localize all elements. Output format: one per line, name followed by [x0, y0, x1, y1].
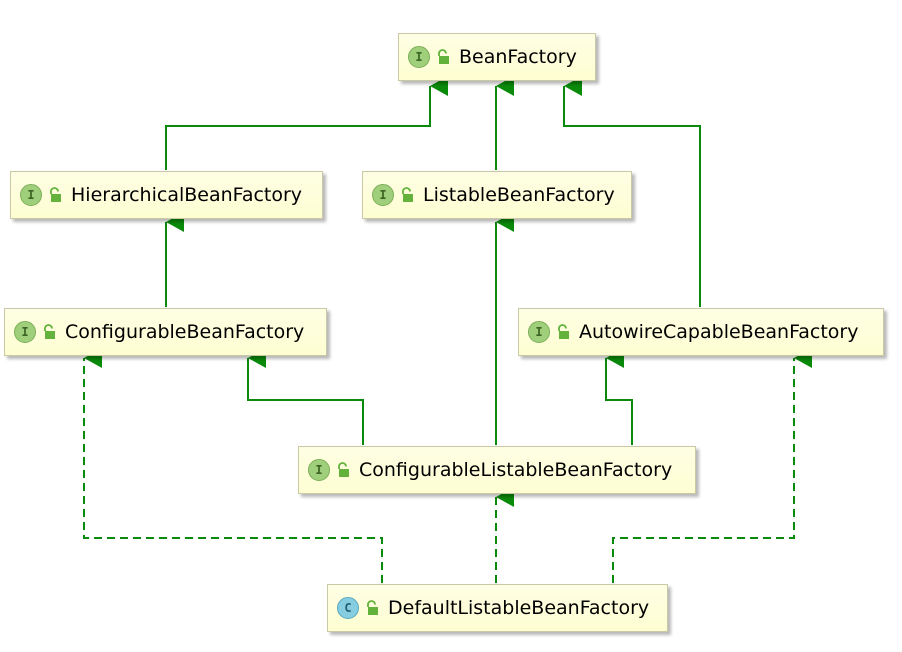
interface-icon: I	[20, 184, 42, 206]
interface-icon: I	[408, 46, 430, 68]
edge-hierarchical-to-beanfactory	[165, 76, 448, 170]
node-label: DefaultListableBeanFactory	[388, 596, 650, 619]
class-icon: C	[337, 597, 359, 619]
unlocked-lock-icon	[438, 49, 449, 64]
unlocked-lock-icon	[558, 324, 569, 339]
node-label: BeanFactory	[459, 45, 577, 68]
interface-icon: I	[372, 184, 394, 206]
node-configurable-listable-bean-factory[interactable]: I ConfigurableListableBeanFactory	[298, 446, 696, 494]
edge-autowire-to-beanfactory	[563, 76, 701, 307]
node-label: ListableBeanFactory	[423, 183, 615, 206]
edge-default-to-autowire	[612, 348, 812, 583]
node-label: ConfigurableBeanFactory	[65, 320, 305, 343]
node-listable-bean-factory[interactable]: I ListableBeanFactory	[362, 171, 632, 219]
interface-icon: I	[528, 321, 550, 343]
edge-default-to-configurable	[83, 348, 383, 583]
node-default-listable-bean-factory[interactable]: C DefaultListableBeanFactory	[327, 584, 668, 632]
node-hierarchical-bean-factory[interactable]: I HierarchicalBeanFactory	[10, 171, 323, 219]
node-label: AutowireCapableBeanFactory	[579, 320, 859, 343]
unlocked-lock-icon	[367, 600, 378, 615]
node-label: HierarchicalBeanFactory	[71, 183, 303, 206]
interface-icon: I	[308, 459, 330, 481]
node-autowire-capable-bean-factory[interactable]: I AutowireCapableBeanFactory	[518, 308, 884, 356]
edge-configlistable-to-autowire	[605, 348, 633, 445]
interface-icon: I	[14, 321, 36, 343]
node-configurable-bean-factory[interactable]: I ConfigurableBeanFactory	[4, 308, 327, 356]
unlocked-lock-icon	[338, 462, 349, 477]
unlocked-lock-icon	[402, 187, 413, 202]
edge-configlistable-to-configurable	[247, 348, 364, 445]
unlocked-lock-icon	[50, 187, 61, 202]
node-beanfactory[interactable]: I BeanFactory	[398, 33, 596, 81]
node-label: ConfigurableListableBeanFactory	[359, 458, 673, 481]
unlocked-lock-icon	[44, 324, 55, 339]
